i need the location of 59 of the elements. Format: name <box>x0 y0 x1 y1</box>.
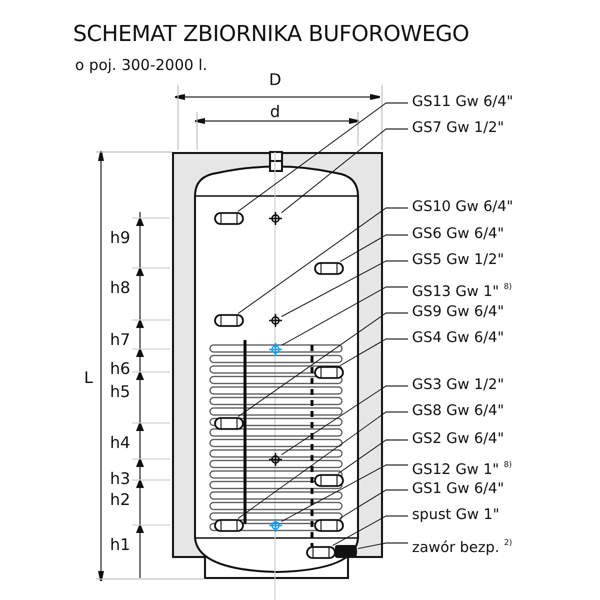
dimension-label: D <box>269 70 282 89</box>
pipe-connector-icon <box>314 262 344 274</box>
connection-label: zawór bezp. $^{2)}$ <box>412 534 512 557</box>
dimension-label: d <box>270 102 280 121</box>
dimension-label: h7 <box>110 330 130 349</box>
leader-line <box>281 286 408 346</box>
connection-label: GS13 Gw 1" $^{8)}$ <box>412 278 512 301</box>
leader-line <box>237 102 408 212</box>
connection-label: GS7 Gw 1/2" <box>412 120 504 137</box>
leader-line <box>281 128 408 214</box>
connection-label: GS10 Gw 6/4" <box>412 199 514 216</box>
sensor-port-icon <box>268 452 282 466</box>
sensor-port-icon <box>268 342 282 356</box>
dimension-label: h6 <box>110 359 130 378</box>
pipe-connector-icon <box>214 416 244 430</box>
leader-line <box>358 542 408 550</box>
dimension-label: h5 <box>110 382 130 401</box>
dimension-label: h3 <box>110 469 130 488</box>
dimension-label: h8 <box>110 278 130 297</box>
leader-line <box>339 490 408 519</box>
dimension-label: h4 <box>110 433 130 452</box>
dimension-label: L <box>84 368 93 387</box>
connection-label: GS9 Gw 6/4" <box>412 304 504 321</box>
title: SCHEMAT ZBIORNIKA BUFOROWEGO <box>73 22 470 47</box>
dimension-label: h2 <box>110 490 130 509</box>
leader-line <box>340 338 408 366</box>
pipe-connector-icon <box>314 474 344 486</box>
pipe-connector-icon <box>214 212 244 224</box>
leader-line <box>281 386 408 456</box>
connection-label: GS12 Gw 1" $^{8)}$ <box>412 456 512 479</box>
pipe-connector-icon <box>314 366 344 378</box>
leader-line <box>338 440 408 474</box>
connection-label: GS1 Gw 6/4" <box>412 481 504 498</box>
pipe-connector-icon <box>214 314 244 326</box>
pipe-connector-icon <box>214 518 244 532</box>
connection-label: GS4 Gw 6/4" <box>412 330 504 347</box>
dimension-label: h9 <box>110 228 130 247</box>
pipe-connector-icon <box>306 546 336 558</box>
dimension-label: h1 <box>110 535 130 554</box>
sensor-port-icon <box>268 212 282 224</box>
sensor-port-icon <box>268 314 282 326</box>
sensor-port-icon <box>268 518 282 532</box>
leader-line <box>281 260 408 317</box>
connection-label: GS3 Gw 1/2" <box>412 377 504 394</box>
subtitle: o poj. 300-2000 l. <box>75 56 208 74</box>
connection-label: GS5 Gw 1/2" <box>412 252 504 269</box>
connection-label: spust Gw 1" <box>412 507 500 524</box>
leader-line <box>332 516 408 546</box>
leader-line <box>281 464 408 522</box>
pipe-connector-icon <box>314 518 344 532</box>
connection-label: GS2 Gw 6/4" <box>412 431 504 448</box>
connection-label: GS6 Gw 6/4" <box>412 226 504 243</box>
leader-line <box>238 412 408 519</box>
connection-label: GS8 Gw 6/4" <box>412 403 504 420</box>
leader-line <box>238 208 408 314</box>
leader-line <box>238 312 408 417</box>
leader-line <box>340 234 408 262</box>
connection-label: GS11 Gw 6/4" <box>412 94 514 111</box>
valve-icon <box>334 544 358 558</box>
